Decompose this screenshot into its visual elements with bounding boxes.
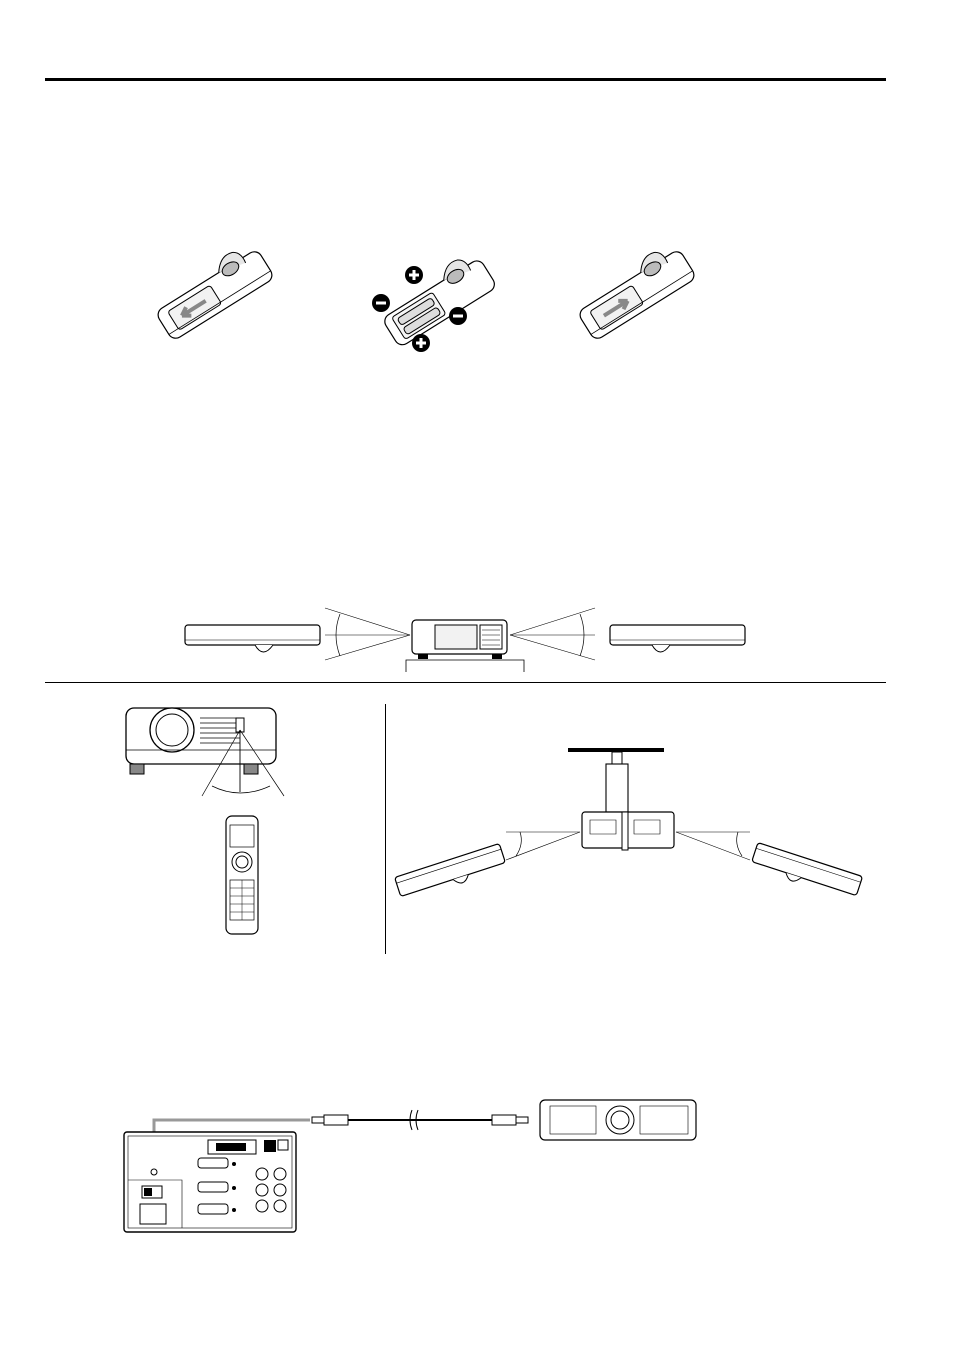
remote-control-wired bbox=[540, 1100, 696, 1140]
projector-side-view bbox=[412, 620, 507, 659]
remote-control-right bbox=[610, 625, 745, 652]
remote-control-top-view bbox=[226, 816, 258, 934]
ceiling-mount-diagram bbox=[390, 740, 870, 900]
projector-rear-panel bbox=[124, 1132, 296, 1232]
plus-icon bbox=[412, 334, 430, 352]
column-divider bbox=[385, 704, 386, 954]
remote-control-left bbox=[185, 625, 320, 652]
cable-plug-left bbox=[312, 1115, 348, 1125]
minus-icon bbox=[372, 294, 390, 312]
remote-range-diagram bbox=[180, 600, 760, 675]
section-divider bbox=[45, 682, 886, 683]
minus-icon bbox=[449, 307, 467, 325]
battery-step-remove-cover bbox=[160, 248, 270, 343]
remote-control-left bbox=[395, 843, 508, 902]
wired-remote-diagram bbox=[120, 1092, 710, 1237]
battery-step-replace-cover bbox=[582, 248, 692, 343]
remote-control-right bbox=[750, 843, 863, 902]
front-sensor-diagram bbox=[120, 700, 300, 940]
cable-plug-right bbox=[492, 1115, 528, 1125]
top-rule bbox=[45, 78, 886, 81]
plus-icon bbox=[405, 266, 423, 284]
battery-step-insert-batteries bbox=[368, 255, 498, 360]
